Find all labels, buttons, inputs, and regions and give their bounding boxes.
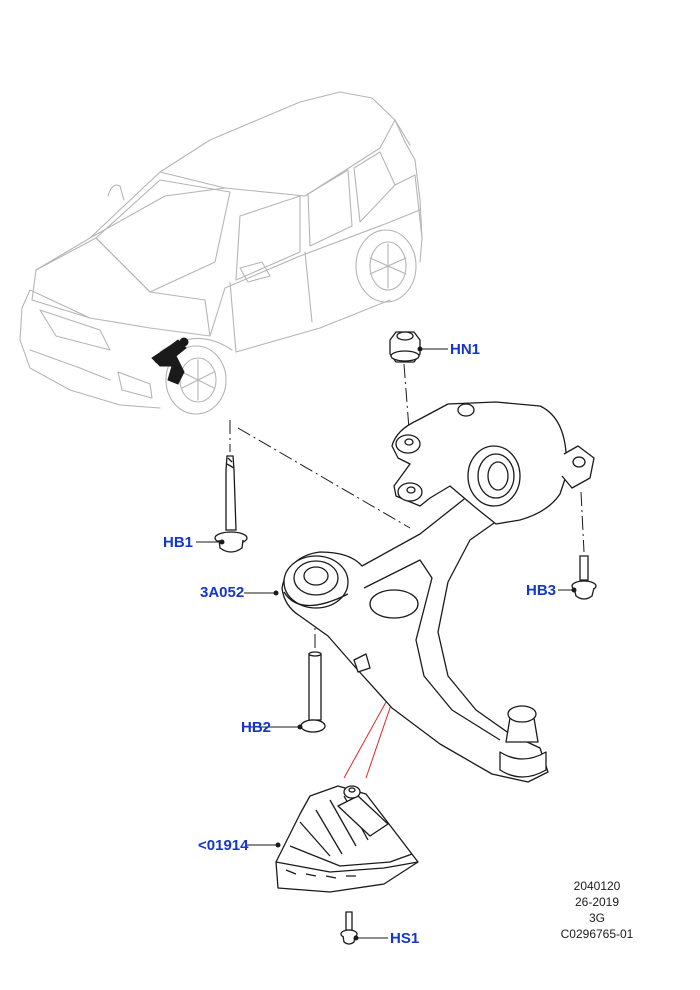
lower-control-arm-icon bbox=[281, 479, 549, 783]
highlight-control-arm-icon bbox=[151, 337, 189, 385]
reference-block: 2040120 26-2019 3G C0296765-01 bbox=[552, 878, 642, 942]
flange-bolt-hb3-icon bbox=[571, 555, 597, 600]
callout-dots bbox=[219, 346, 577, 941]
reference-line-4: C0296765-01 bbox=[560, 927, 634, 941]
callout-leaders bbox=[196, 348, 574, 939]
reference-line-2: 26-2019 bbox=[574, 895, 620, 909]
callout-3a052[interactable]: 3A052 bbox=[200, 584, 245, 601]
splash-shield-icon bbox=[275, 785, 419, 893]
hex-nut-icon bbox=[389, 331, 421, 363]
vehicle-outline-icon bbox=[19, 91, 423, 415]
callout-01914[interactable]: <01914 bbox=[198, 837, 249, 854]
flange-bolt-hb2-icon bbox=[300, 651, 326, 733]
callout-hn1[interactable]: HN1 bbox=[450, 341, 481, 358]
flange-bolt-hb1-icon bbox=[214, 455, 248, 553]
callout-hs1[interactable]: HS1 bbox=[390, 930, 420, 947]
callout-hb2[interactable]: HB2 bbox=[241, 719, 272, 736]
red-leader-lines bbox=[343, 701, 393, 779]
callout-hb1[interactable]: HB1 bbox=[163, 534, 194, 551]
reference-line-3: 3G bbox=[588, 911, 605, 925]
reference-line-1: 2040120 bbox=[573, 879, 621, 893]
rear-bracket-icon bbox=[391, 401, 595, 525]
callout-hb3[interactable]: HB3 bbox=[526, 582, 557, 599]
screw-hs1-icon bbox=[340, 911, 358, 945]
